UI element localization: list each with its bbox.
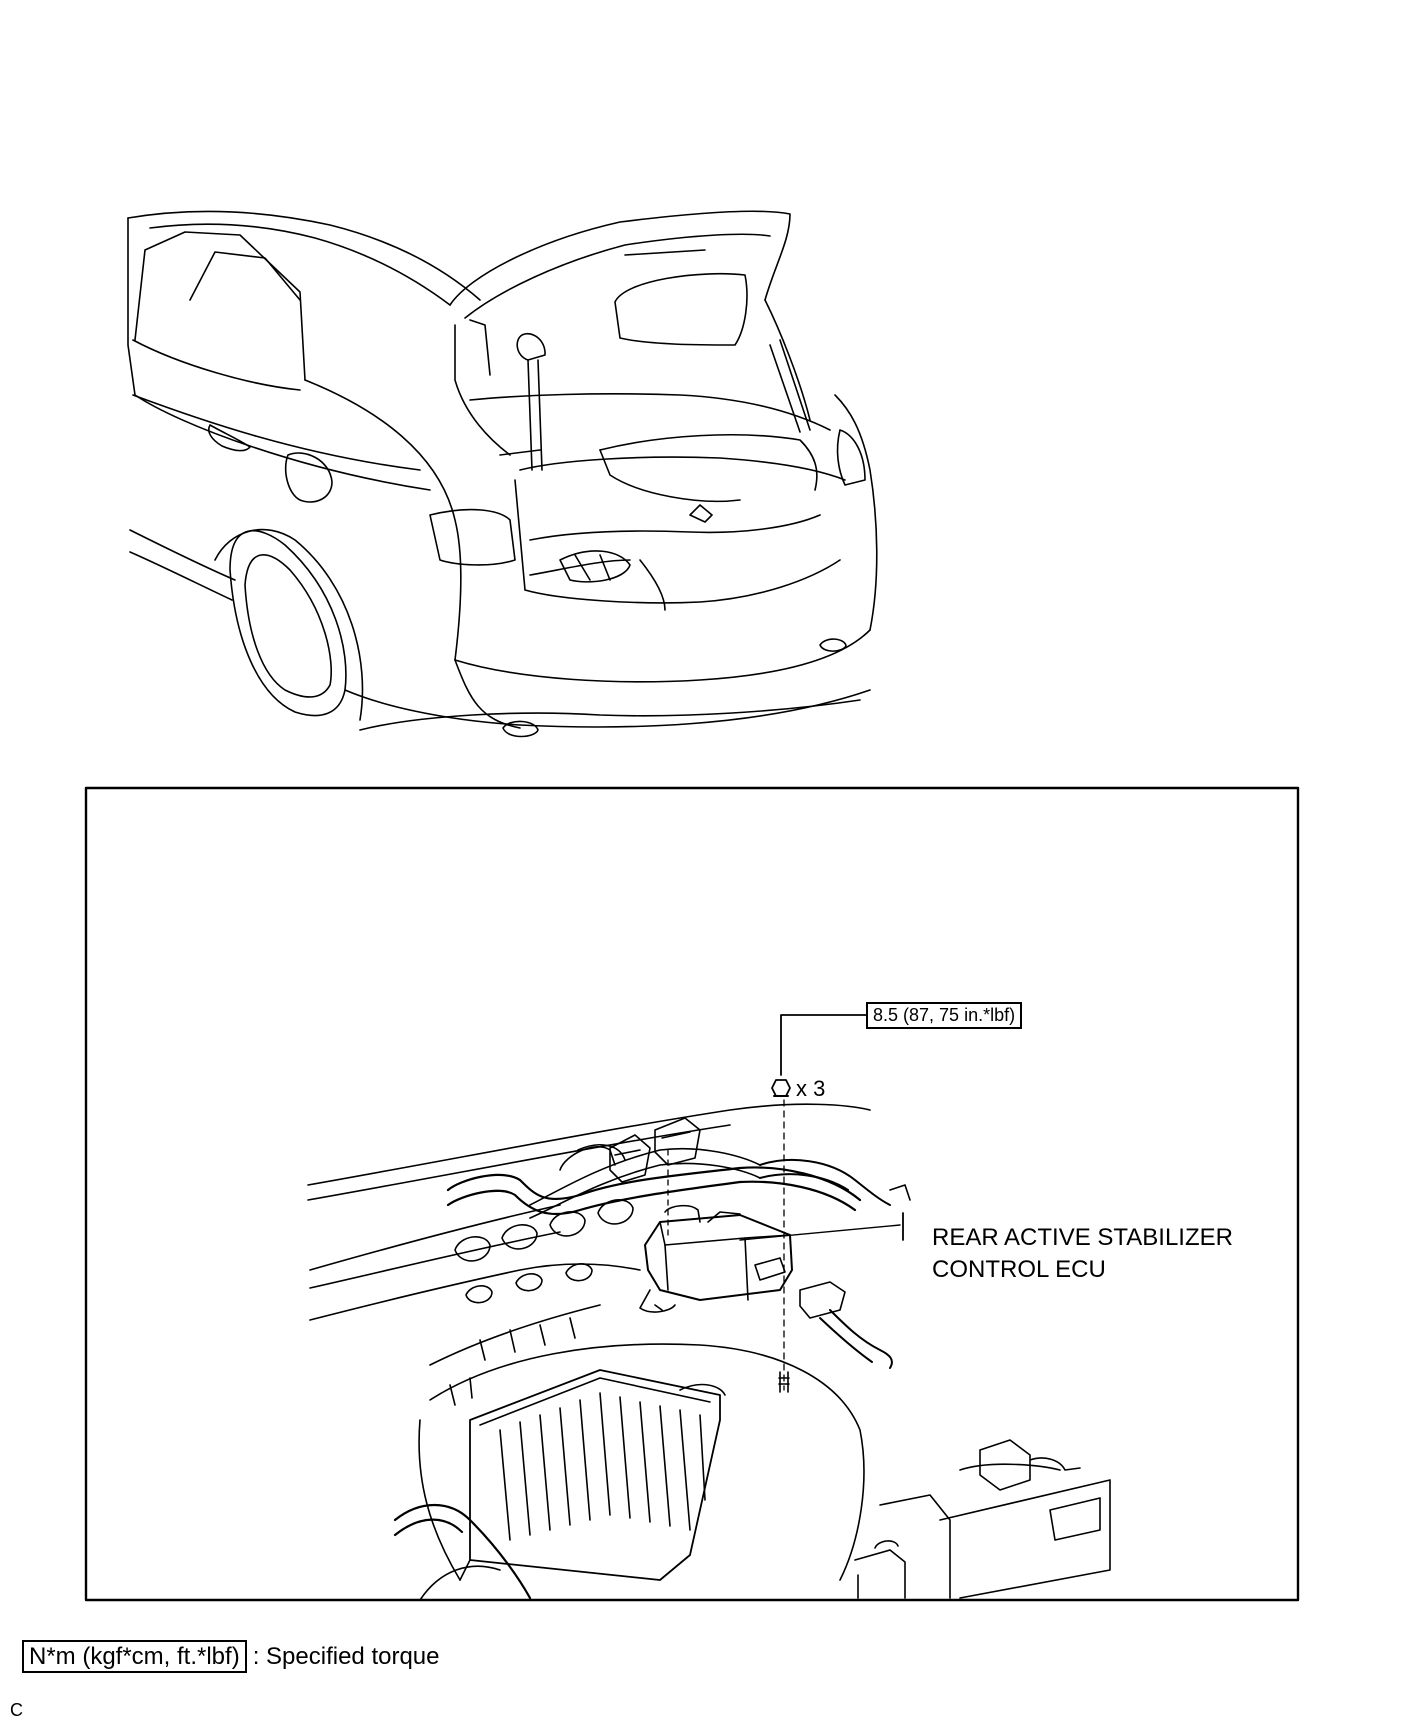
legend-description: : Specified torque (252, 1643, 440, 1670)
component-label: REAR ACTIVE STABILIZER CONTROL ECU (932, 1222, 1233, 1286)
detail-frame (84, 786, 1300, 1602)
torque-legend: N*m (kgf*cm, ft.*lbf): Specified torque (22, 1640, 440, 1673)
corner-code: C (10, 1700, 23, 1720)
legend-unit-box: N*m (kgf*cm, ft.*lbf) (22, 1640, 247, 1673)
ecu-unit (639, 1204, 901, 1313)
nut-icon (771, 1079, 791, 1097)
vehicle-rear-view (127, 210, 878, 738)
component-label-line2: CONTROL ECU (932, 1256, 1106, 1283)
component-label-line1: REAR ACTIVE STABILIZER (932, 1224, 1233, 1251)
torque-callout: 8.5 (87, 75 in.*lbf) (866, 1002, 1023, 1029)
fastener-quantity: x 3 (796, 1076, 826, 1101)
detail-drawing (307, 1014, 1111, 1601)
